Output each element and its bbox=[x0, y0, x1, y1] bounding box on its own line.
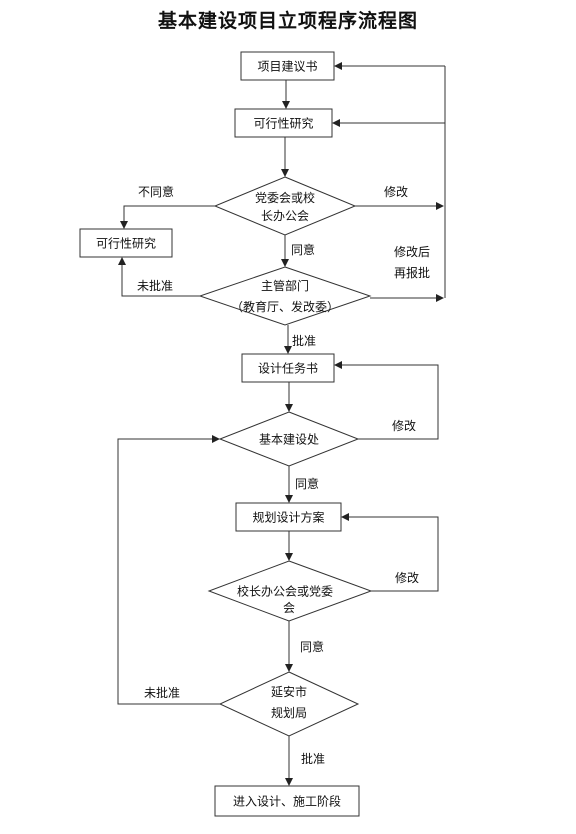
node-final: 进入设计、施工阶段 bbox=[214, 785, 360, 817]
node-planning-design: 规划设计方案 bbox=[235, 502, 342, 532]
label-revise-2: 修改 bbox=[392, 418, 416, 433]
node-proposal: 项目建议书 bbox=[240, 51, 335, 81]
decision-authority-label-2: （教育厅、发改委） bbox=[231, 299, 339, 314]
label-agree-3: 同意 bbox=[300, 639, 324, 654]
decision-authority-label-1: 主管部门 bbox=[261, 278, 309, 293]
decision-committee-label-1: 党委会或校 bbox=[255, 190, 315, 205]
page-title: 基本建设项目立项程序流程图 bbox=[157, 10, 418, 32]
connectors bbox=[117, 62, 446, 786]
label-revise-3: 修改 bbox=[395, 570, 419, 585]
node-proposal-label: 项目建议书 bbox=[257, 60, 317, 74]
edge-office-revise bbox=[334, 361, 439, 440]
decision-city-planning: 延安市 规划局 bbox=[218, 671, 360, 737]
label-agree-2: 同意 bbox=[295, 476, 319, 491]
node-design-brief-label: 设计任务书 bbox=[258, 361, 318, 376]
node-feasibility: 可行性研究 bbox=[234, 108, 333, 138]
node-feasibility-label: 可行性研究 bbox=[253, 116, 313, 131]
label-approved-2: 批准 bbox=[301, 751, 325, 766]
decision-office-meeting: 校长办公会或党委 会 bbox=[207, 560, 373, 622]
decision-city-planning-label-1: 延安市 bbox=[271, 684, 307, 699]
decision-construction-office: 基本建设处 bbox=[218, 411, 360, 467]
node-feasibility-side-label: 可行性研究 bbox=[96, 236, 156, 251]
decision-city-planning-label-2: 规划局 bbox=[271, 705, 307, 720]
label-resubmit-2: 再报批 bbox=[394, 265, 430, 280]
label-disagree: 不同意 bbox=[138, 184, 174, 199]
decision-committee-label-2: 长办公会 bbox=[261, 208, 309, 223]
decision-office-meeting-label-1: 校长办公会或党委 bbox=[237, 584, 333, 599]
node-planning-design-label: 规划设计方案 bbox=[252, 510, 324, 525]
node-feasibility-side: 可行性研究 bbox=[79, 228, 173, 258]
node-design-brief: 设计任务书 bbox=[241, 353, 335, 383]
decision-office-meeting-label-2: 会 bbox=[283, 601, 295, 615]
decision-authority: 主管部门 （教育厅、发改委） bbox=[198, 266, 372, 326]
edge-labels: 不同意 修改 同意 修改后 再报批 未批准 批准 修改 同意 修改 同意 未批准… bbox=[137, 184, 430, 766]
edge-committee-disagree bbox=[120, 205, 215, 229]
decision-committee: 党委会或校 长办公会 bbox=[213, 176, 357, 236]
edge-meeting-revise bbox=[341, 513, 439, 592]
label-approved-1: 批准 bbox=[292, 333, 316, 348]
label-agree-1: 同意 bbox=[291, 242, 315, 257]
label-revise-1: 修改 bbox=[384, 184, 408, 199]
edge-authority-not-approved bbox=[118, 257, 200, 297]
label-not-approved-2: 未批准 bbox=[144, 685, 180, 700]
edge-city-not-approved bbox=[117, 435, 220, 705]
label-resubmit-1: 修改后 bbox=[394, 244, 430, 259]
label-not-approved-1: 未批准 bbox=[137, 278, 173, 293]
decision-construction-office-label: 基本建设处 bbox=[259, 433, 319, 447]
node-final-label: 进入设计、施工阶段 bbox=[233, 794, 341, 809]
